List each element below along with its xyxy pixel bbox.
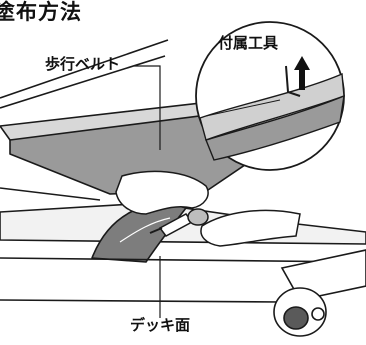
belt-leader-line: [134, 65, 161, 150]
left-hand: [115, 170, 209, 215]
label-leaders: [134, 65, 161, 318]
belt-edge-lower: [0, 257, 366, 263]
treadmill-roller-frame: [273, 249, 366, 337]
right-hand: [200, 209, 301, 247]
detail-line: [205, 99, 281, 117]
magnified-detail-circle: [195, 21, 345, 171]
deck-surface-label: デッキ面: [130, 316, 191, 334]
included-tool-label: 付属工具: [218, 34, 279, 52]
frame-rail-lower: [0, 187, 101, 201]
belt-highlight: [119, 217, 171, 243]
hex-wrench-icon: [285, 65, 301, 97]
lifted-belt-flap: [91, 203, 187, 263]
frame-rail-inner: [0, 55, 166, 109]
walking-belt-label: 歩行ベルト: [45, 55, 121, 73]
frame-bottom-rail: [0, 299, 283, 303]
tube-nozzle-icon: [149, 208, 209, 237]
hands-with-tube: [115, 170, 301, 247]
roller-wheel-icon: [273, 287, 327, 337]
arrow-up-icon: [294, 56, 310, 90]
detail-belt: [205, 94, 345, 161]
frame-rail-top: [0, 39, 169, 99]
section-title: 塗布方法: [0, 0, 82, 24]
